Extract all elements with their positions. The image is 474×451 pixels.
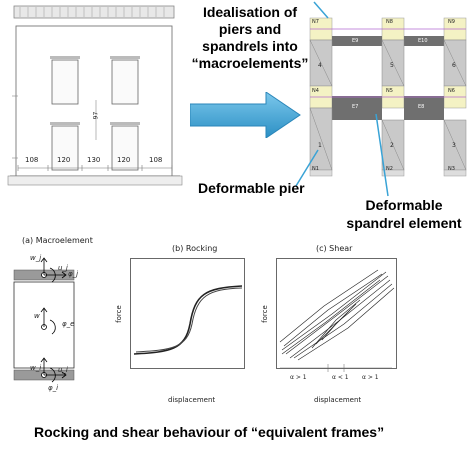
idealisation-caption: Idealisation of piers and spandrels into… bbox=[186, 4, 314, 72]
node-n9: N9 bbox=[448, 19, 455, 25]
shear-xlabel: displacement bbox=[314, 396, 362, 404]
label-phii: φ_i bbox=[48, 384, 59, 392]
label-uj: u_j bbox=[58, 264, 68, 272]
idealisation-line-3: spandrels into bbox=[202, 38, 298, 54]
pier-2: 2 bbox=[390, 142, 394, 149]
dim-label-5: 108 bbox=[149, 156, 163, 164]
alpha-label-mid: α < 1 bbox=[332, 374, 349, 381]
pier-5: 5 bbox=[390, 62, 394, 69]
label-phij: φ_j bbox=[68, 270, 79, 278]
rocking-ylabel: force bbox=[114, 305, 123, 323]
deformable-spandrel-caption: Deformable spandrel element bbox=[334, 196, 474, 232]
label-ui: u_i bbox=[58, 366, 68, 374]
deformable-spandrel-line-1: Deformable bbox=[365, 197, 443, 213]
dim-label-3: 130 bbox=[87, 156, 101, 164]
spandrel-e9: E9 bbox=[352, 38, 359, 44]
node-n6: N6 bbox=[448, 88, 455, 94]
node-n8: N8 bbox=[386, 19, 393, 25]
deformable-spandrel-line-2: spandrel element bbox=[346, 215, 462, 231]
rocking-plot bbox=[130, 258, 245, 369]
equivalent-frame-model bbox=[309, 1, 467, 177]
transform-arrow bbox=[190, 92, 301, 138]
spandrel-e10: E10 bbox=[418, 38, 428, 44]
node-n5: N5 bbox=[386, 88, 393, 94]
facade-drawing bbox=[7, 5, 183, 186]
dim-label-2: 120 bbox=[57, 156, 71, 164]
alpha-label-left: α > 1 bbox=[290, 374, 307, 381]
node-n3: N3 bbox=[448, 166, 455, 172]
alpha-label-right: α > 1 bbox=[362, 374, 379, 381]
pier-6: 6 bbox=[452, 62, 456, 69]
macroelement-diagram bbox=[13, 257, 75, 383]
dim-label-4: 120 bbox=[117, 156, 131, 164]
node-n4: N4 bbox=[312, 88, 319, 94]
node-n7: N7 bbox=[312, 19, 319, 25]
label-w: w bbox=[34, 312, 40, 320]
pier-3: 3 bbox=[452, 142, 456, 149]
rocking-xlabel: displacement bbox=[168, 396, 216, 404]
dim-label-1: 108 bbox=[25, 156, 39, 164]
idealisation-line-2: piers and bbox=[218, 21, 282, 37]
label-phie: φ_e bbox=[62, 320, 75, 328]
shear-ylabel: force bbox=[260, 305, 269, 323]
node-n1: N1 bbox=[312, 166, 319, 172]
spandrel-e8: E8 bbox=[418, 104, 425, 110]
shear-title: (c) Shear bbox=[316, 244, 353, 253]
bottom-title: Rocking and shear behaviour of “equivale… bbox=[34, 424, 385, 440]
node-n2: N2 bbox=[386, 166, 393, 172]
spandrel-e7: E7 bbox=[352, 104, 359, 110]
label-wi: w_i bbox=[30, 364, 42, 372]
pier-1: 1 bbox=[318, 142, 322, 149]
shear-plot bbox=[276, 258, 397, 372]
pier-4: 4 bbox=[318, 62, 322, 69]
deformable-pier-caption: Deformable pier bbox=[198, 180, 305, 196]
label-wj: w_j bbox=[30, 254, 42, 262]
macroelement-title: (a) Macroelement bbox=[22, 236, 93, 245]
caption-leaders bbox=[295, 113, 389, 197]
idealisation-line-1: Idealisation of bbox=[202, 4, 298, 20]
idealisation-line-4: “macroelements” bbox=[191, 55, 309, 71]
rocking-title: (b) Rocking bbox=[172, 244, 218, 253]
